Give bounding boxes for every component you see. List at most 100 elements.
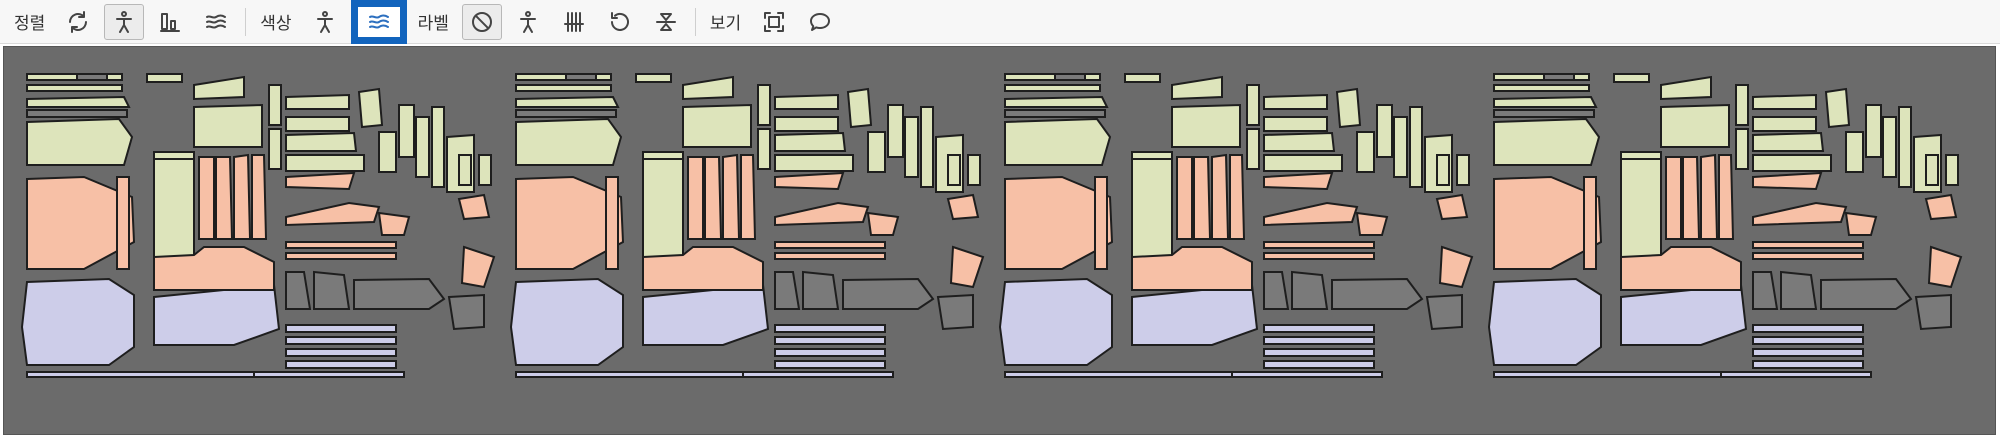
view-fit-button[interactable]: [754, 4, 794, 40]
sort-fabric-button[interactable]: [196, 4, 236, 40]
pattern-piece[interactable]: [153, 151, 195, 160]
pattern-piece[interactable]: [742, 371, 894, 378]
pattern-piece[interactable]: [215, 156, 234, 240]
pattern-piece[interactable]: [26, 84, 123, 92]
pattern-piece[interactable]: [1409, 106, 1423, 188]
pattern-piece[interactable]: [774, 241, 886, 249]
pattern-piece[interactable]: [20, 277, 135, 366]
pattern-piece[interactable]: [76, 73, 108, 81]
pattern-piece[interactable]: [1131, 283, 1259, 346]
pattern-piece[interactable]: [920, 106, 934, 188]
pattern-piece[interactable]: [635, 73, 672, 83]
pattern-piece[interactable]: [1924, 193, 1958, 221]
sort-size-button[interactable]: [150, 4, 190, 40]
pattern-piece[interactable]: [1865, 104, 1882, 158]
pattern-piece[interactable]: [774, 348, 886, 357]
pattern-piece[interactable]: [509, 277, 624, 366]
pattern-piece[interactable]: [722, 153, 741, 240]
pattern-piece[interactable]: [1263, 336, 1375, 345]
pattern-piece[interactable]: [936, 293, 974, 331]
pattern-piece[interactable]: [1752, 336, 1864, 345]
pattern-piece[interactable]: [26, 73, 123, 81]
pattern-piece[interactable]: [285, 360, 397, 369]
pattern-piece[interactable]: [605, 176, 619, 270]
pattern-piece[interactable]: [447, 293, 485, 331]
pattern-piece[interactable]: [774, 252, 886, 260]
pattern-piece[interactable]: [1004, 175, 1114, 270]
pattern-piece[interactable]: [642, 283, 770, 346]
pattern-piece[interactable]: [1487, 277, 1602, 366]
pattern-piece[interactable]: [967, 154, 981, 186]
pattern-piece[interactable]: [26, 117, 134, 166]
pattern-piece[interactable]: [642, 151, 684, 160]
pattern-piece[interactable]: [1945, 154, 1959, 186]
pattern-piece[interactable]: [1171, 75, 1223, 101]
pattern-piece[interactable]: [774, 93, 839, 110]
pattern-piece[interactable]: [285, 324, 397, 333]
pattern-piece[interactable]: [1493, 175, 1603, 270]
pattern-piece[interactable]: [1493, 109, 1595, 118]
pattern-piece[interactable]: [515, 117, 623, 166]
pattern-piece[interactable]: [1613, 73, 1650, 83]
pattern-piece[interactable]: [1229, 154, 1246, 240]
pattern-piece[interactable]: [193, 75, 245, 101]
pattern-piece[interactable]: [285, 348, 397, 357]
pattern-piece[interactable]: [1493, 84, 1590, 92]
pattern-piece[interactable]: [1927, 245, 1963, 289]
label-grainline-button[interactable]: [554, 4, 594, 40]
pattern-piece[interactable]: [1752, 271, 1779, 310]
pattern-piece[interactable]: [515, 84, 612, 92]
pattern-piece[interactable]: [1263, 348, 1375, 357]
pattern-piece[interactable]: [1882, 116, 1897, 178]
sort-avatar-button[interactable]: [104, 3, 145, 40]
pattern-piece[interactable]: [1263, 201, 1359, 227]
pattern-piece[interactable]: [285, 93, 350, 110]
pattern-piece[interactable]: [740, 154, 757, 240]
pattern-piece[interactable]: [866, 211, 900, 236]
pattern-piece[interactable]: [1660, 75, 1712, 101]
pattern-piece[interactable]: [478, 154, 492, 186]
pattern-piece[interactable]: [458, 154, 472, 186]
pattern-piece[interactable]: [1820, 277, 1913, 310]
pattern-piece[interactable]: [1124, 73, 1161, 83]
pattern-piece[interactable]: [1263, 116, 1328, 132]
pattern-piece[interactable]: [565, 73, 597, 81]
pattern-piece[interactable]: [1438, 245, 1474, 289]
pattern-piece[interactable]: [1376, 104, 1393, 158]
pattern-piece[interactable]: [285, 271, 312, 310]
pattern-piece[interactable]: [26, 95, 131, 108]
pattern-piece[interactable]: [1263, 93, 1328, 110]
pattern-piece[interactable]: [887, 104, 904, 158]
pattern-piece[interactable]: [253, 371, 405, 378]
pattern-piece[interactable]: [774, 131, 847, 152]
pattern-piece[interactable]: [193, 103, 263, 148]
pattern-piece[interactable]: [1752, 201, 1848, 227]
pattern-piece[interactable]: [1425, 293, 1463, 331]
pattern-piece[interactable]: [1752, 324, 1864, 333]
pattern-piece[interactable]: [268, 128, 282, 170]
label-avatar-button[interactable]: [508, 4, 548, 40]
pattern-piece[interactable]: [1004, 73, 1101, 81]
pattern-piece[interactable]: [1720, 371, 1872, 378]
pattern-piece[interactable]: [1094, 176, 1108, 270]
pattern-piece[interactable]: [1493, 73, 1590, 81]
pattern-piece[interactable]: [1752, 116, 1817, 132]
label-rotate-button[interactable]: [600, 4, 640, 40]
pattern-piece[interactable]: [1004, 371, 1236, 378]
pattern-piece[interactable]: [1263, 171, 1334, 191]
pattern-piece[interactable]: [1211, 153, 1230, 240]
pattern-piece[interactable]: [1844, 211, 1878, 236]
pattern-piece[interactable]: [1493, 371, 1725, 378]
pattern-piece[interactable]: [1131, 246, 1253, 291]
pattern-piece[interactable]: [285, 131, 358, 152]
pattern-piece[interactable]: [774, 154, 854, 172]
pattern-piece[interactable]: [26, 371, 258, 378]
pattern-piece[interactable]: [398, 104, 415, 158]
pattern-piece[interactable]: [802, 270, 840, 310]
sort-refresh-button[interactable]: [58, 4, 98, 40]
pattern-piece[interactable]: [378, 131, 397, 173]
pattern-piece[interactable]: [285, 116, 350, 132]
pattern-piece[interactable]: [1246, 84, 1260, 126]
pattern-piece[interactable]: [285, 336, 397, 345]
pattern-piece[interactable]: [1263, 324, 1375, 333]
